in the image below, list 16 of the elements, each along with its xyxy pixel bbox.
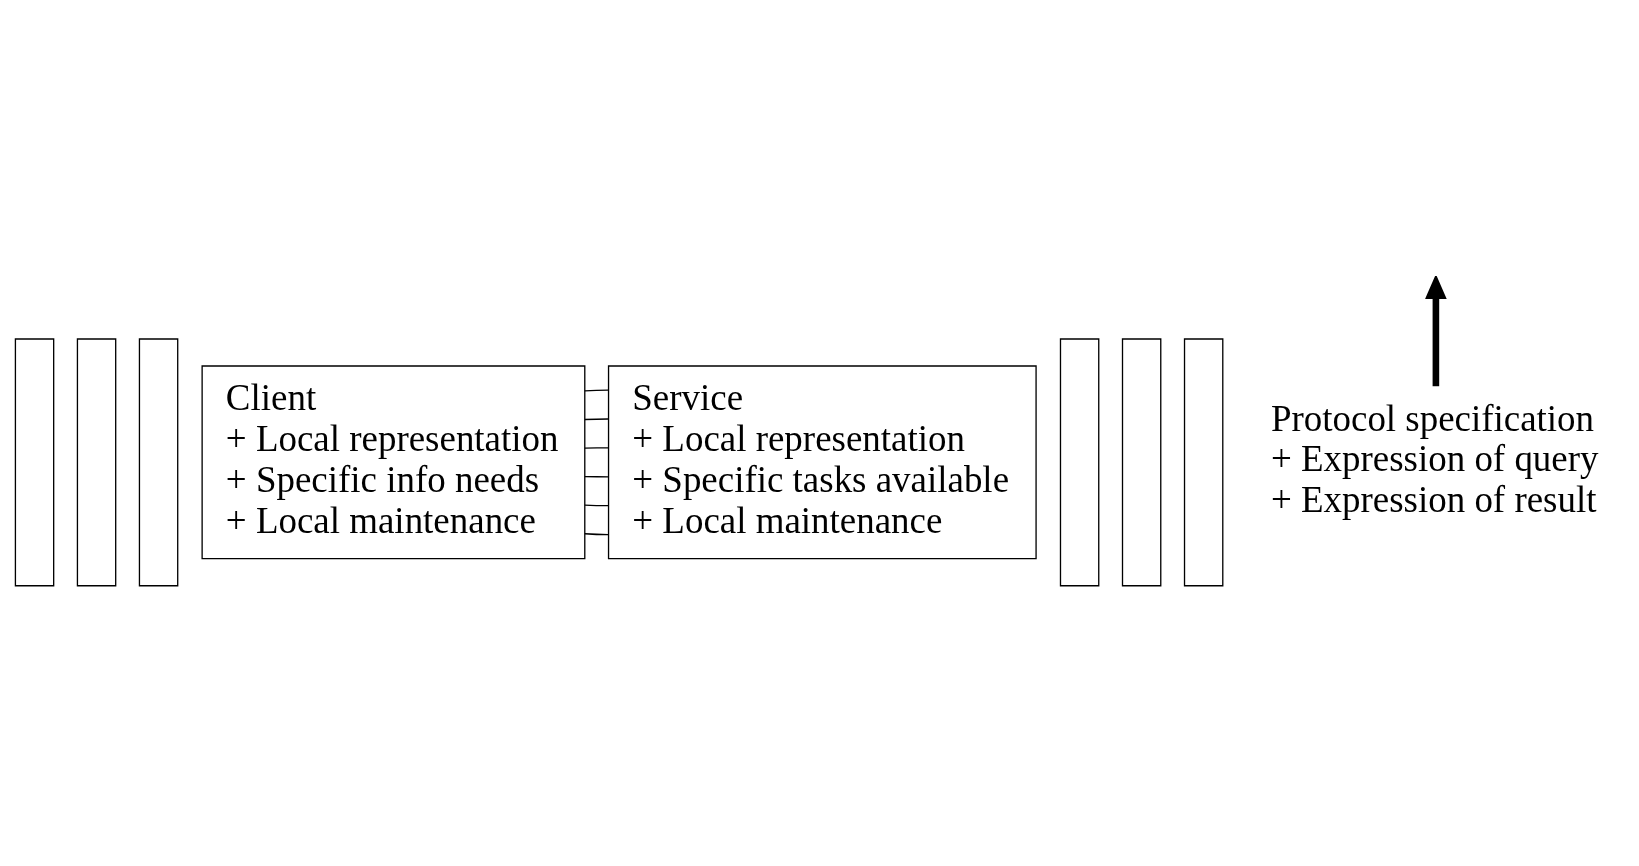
node-box (76, 337, 116, 586)
node-box: Client + Local representation + Specific info needs + Local maintenance (200, 364, 585, 559)
node-box (138, 337, 178, 586)
arrow (1424, 275, 1447, 386)
node-text: Protocol specification + Expression of query + Expression of result (1270, 397, 1599, 520)
connector (583, 504, 609, 506)
node-box (1183, 337, 1223, 586)
node-box (1059, 337, 1099, 586)
connector (583, 388, 609, 392)
connector (583, 532, 609, 535)
connector (583, 446, 609, 449)
connector (583, 417, 609, 420)
node-box (14, 337, 54, 586)
node-box (1121, 337, 1161, 586)
connector (583, 475, 609, 477)
node-box: Service + Local representation + Specific tasks available + Local maintenance (607, 364, 1037, 559)
